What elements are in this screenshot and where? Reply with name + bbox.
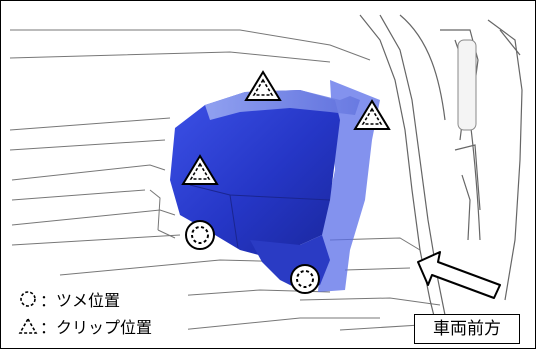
legend-claw-label: ：ツメ位置 xyxy=(40,291,121,310)
legend xyxy=(12,283,188,341)
legend-clip: ：クリップ位置 xyxy=(18,314,152,338)
side-panel xyxy=(359,14,523,341)
vehicle-front-label: 車両前方 xyxy=(414,314,520,344)
highlighted-part xyxy=(170,80,380,292)
claw-marker xyxy=(290,264,320,294)
legend-claw: ：ツメ位置 xyxy=(18,287,120,311)
dashed-triangle-icon xyxy=(18,317,38,334)
dashed-circle-icon xyxy=(20,291,36,307)
claw-marker xyxy=(185,220,215,250)
clip-marker xyxy=(181,154,219,185)
clip-marker xyxy=(353,99,391,130)
arrow-icon xyxy=(417,251,501,299)
legend-clip-label: ：クリップ位置 xyxy=(40,318,153,337)
clip-marker xyxy=(244,70,282,101)
side-window-trim xyxy=(457,39,477,131)
